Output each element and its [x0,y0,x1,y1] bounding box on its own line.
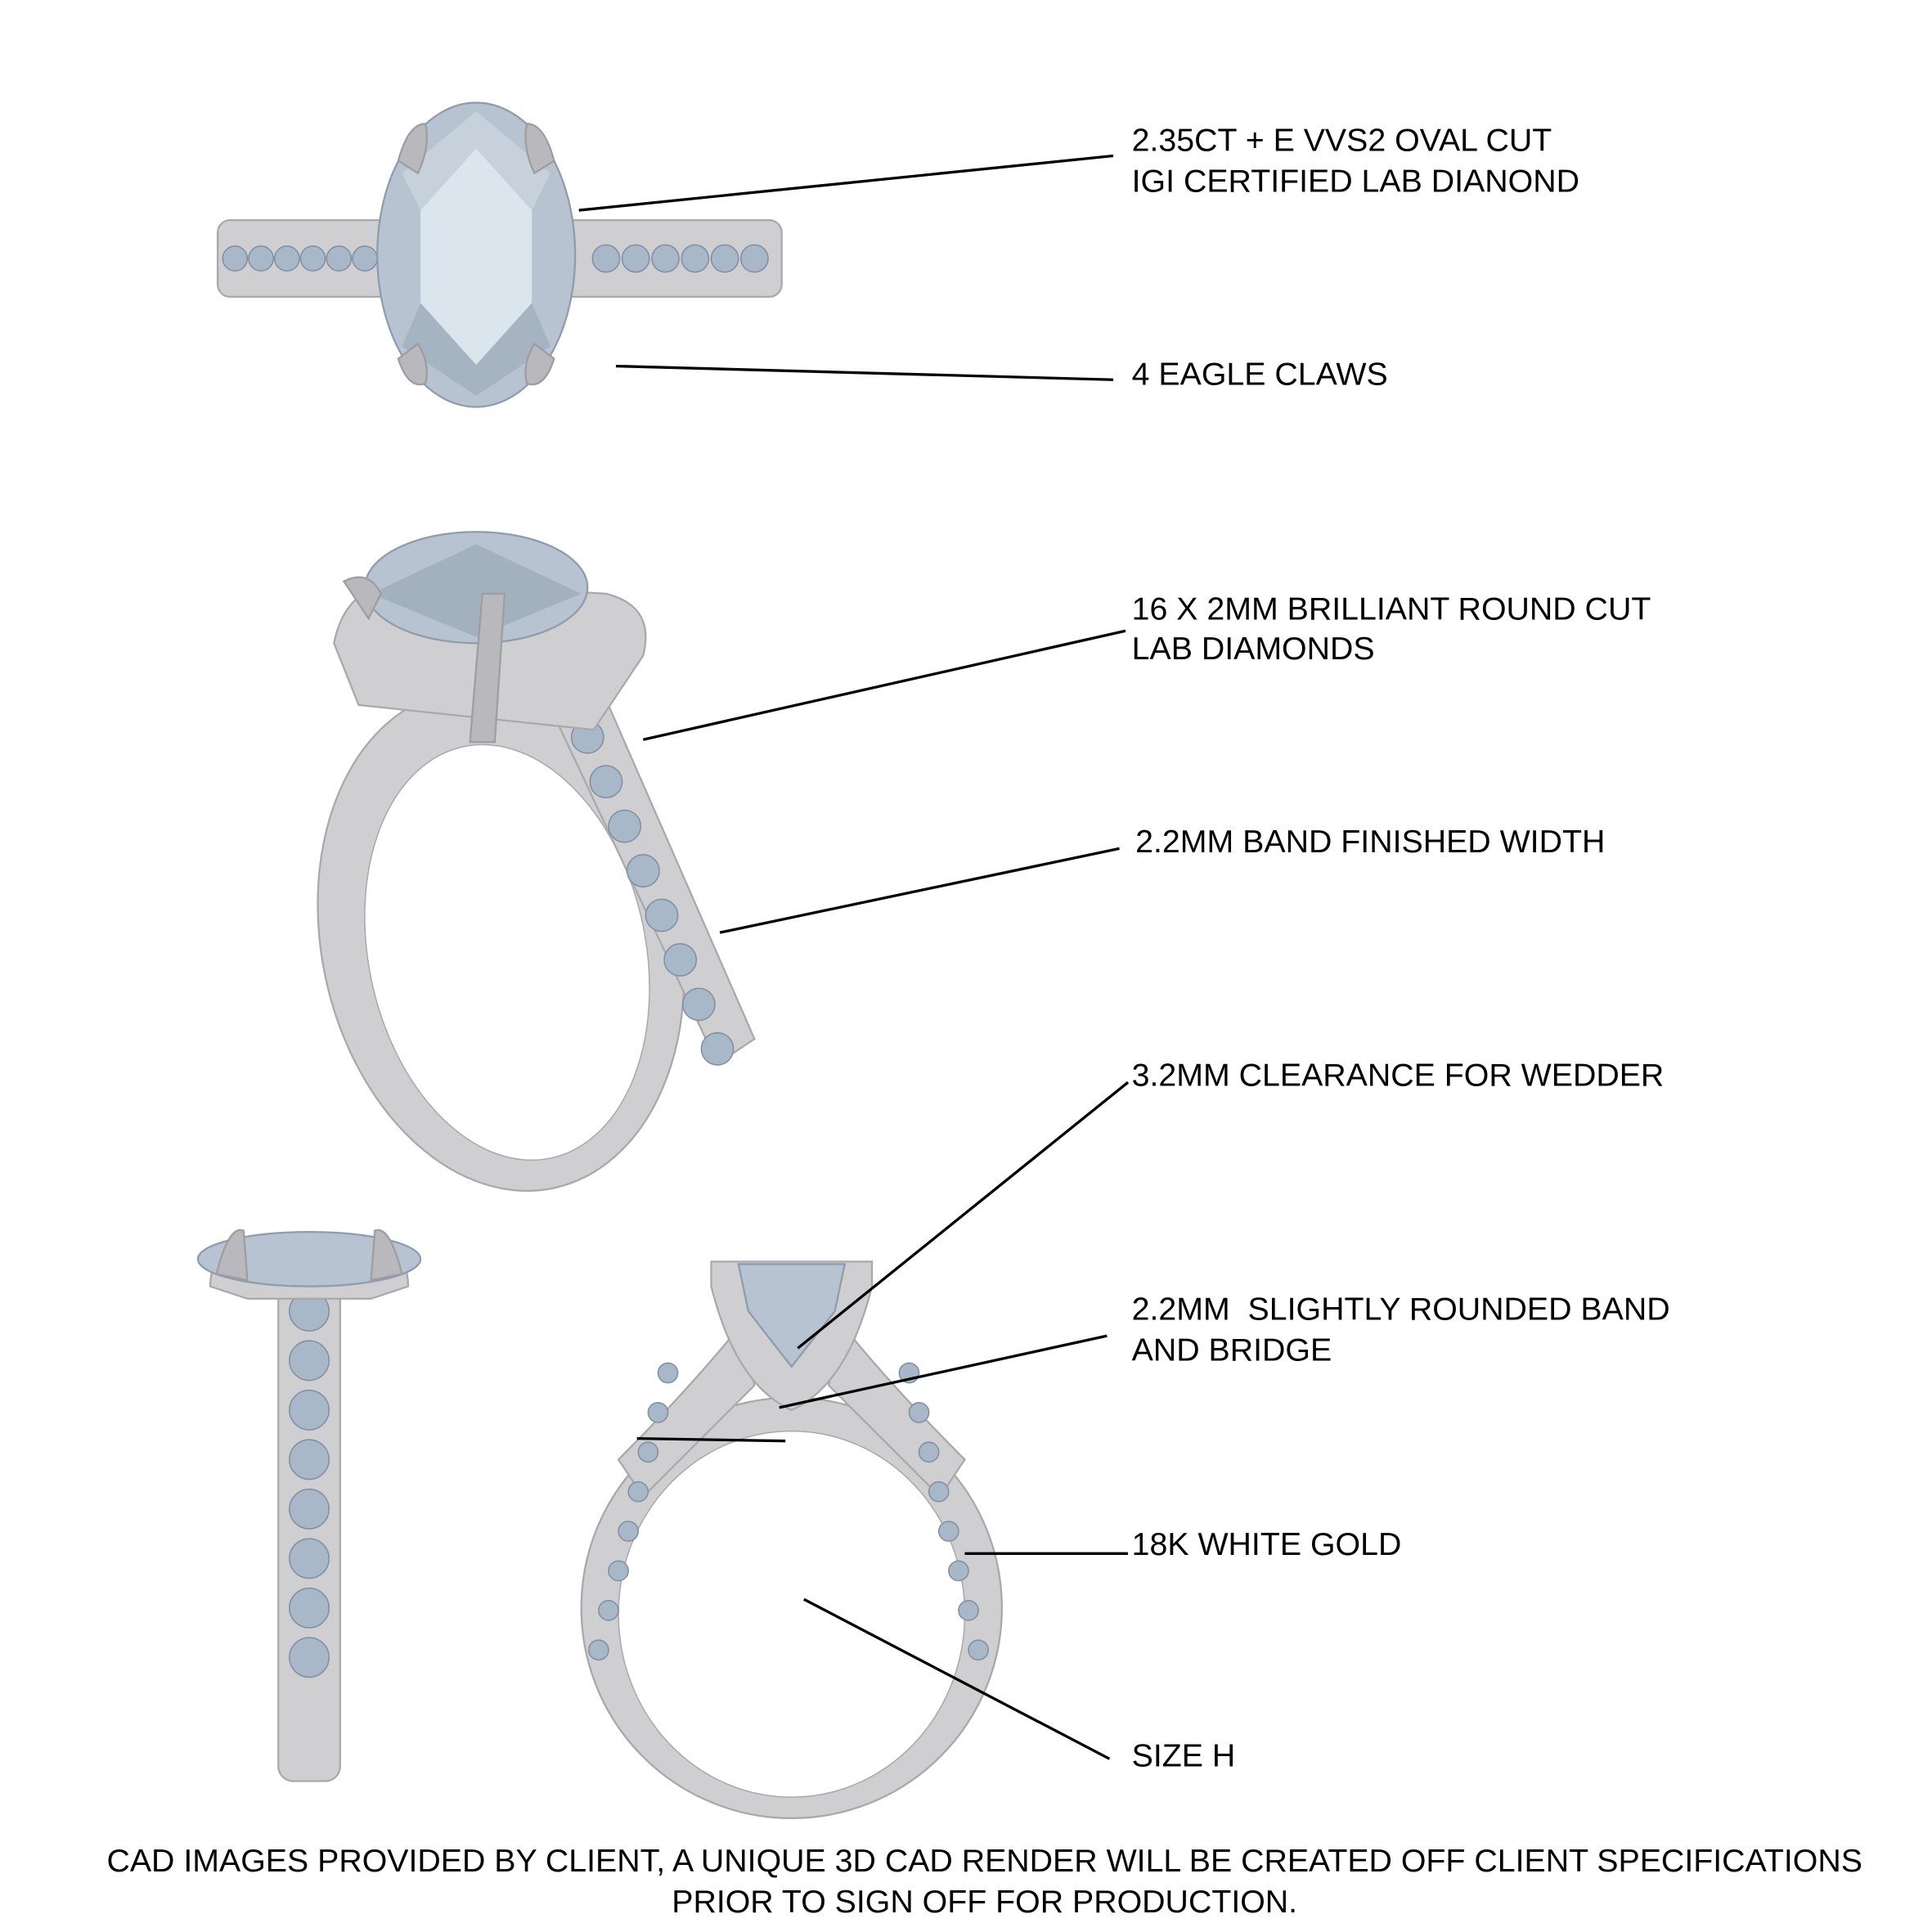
front-view-side-stones [289,1290,330,1678]
side-stone [289,1340,330,1382]
side-stone [637,1441,659,1463]
side-stone [918,1441,940,1463]
callout-claws: 4 EAGLE CLAWS [1132,356,1388,392]
side-stone [598,1599,619,1621]
side-stone [681,987,716,1022]
side-stone [326,245,353,272]
side-stone [352,245,378,272]
callout-center-stone-line2: IGI CERTIFIED LAB DIANOND [1132,163,1579,199]
side-stone [222,245,249,272]
side-stone [608,809,642,843]
side-stone [588,1639,609,1661]
claws [397,123,555,386]
side-stone [273,245,300,272]
side-stone [289,1439,330,1480]
callout-bridge-line1: 2.2MM SLIGHTLY ROUNDED BAND [1132,1291,1670,1327]
side-stone [700,1031,735,1066]
side-stone [958,1599,979,1621]
ring-side-view [580,1260,1003,1820]
side-stone [589,765,623,799]
side-stone [627,1480,649,1503]
side-stone [248,245,274,272]
callout-side-stones-line1: 16 X 2MM BRILLIANT ROUND CUT [1132,591,1651,627]
side-stone [645,898,679,932]
side-stone [740,244,769,273]
footer-line1: CAD IMAGES PROVIDED BY CLIENT, A UNIQUE … [106,1843,1862,1879]
side-stone [968,1639,989,1661]
side-stone [289,1637,330,1678]
side-stone [299,245,326,272]
side-stone [928,1480,950,1503]
leader-lines [578,154,1130,1760]
ring-perspective-view [317,531,756,1193]
perspective-side-stones [552,676,735,1066]
side-stone [621,244,650,273]
side-stone [948,1560,969,1582]
callout-metal: 18K WHITE GOLD [1132,1526,1402,1562]
side-stone [937,1521,959,1542]
side-view-side-stones [588,1362,989,1661]
callout-center-stone-line1: 2.35CT + E VVS2 OVAL CUT [1132,122,1552,158]
callout-bridge-line2: AND BRIDGE [1132,1332,1332,1368]
side-stone [618,1521,640,1542]
callout-size: SIZE H [1132,1737,1236,1773]
side-stone [663,943,698,977]
callout-side-stones-line2: LAB DIAMONDS [1132,631,1375,667]
callout-clearance: 3.2MM CLEARANCE FOR WEDDER [1132,1058,1665,1094]
side-stone [289,1389,330,1431]
side-stone [626,854,660,887]
side-stone [647,1402,669,1423]
top-view-side-stones [222,244,769,273]
ring-front-view [196,1229,422,1782]
side-stone [908,1402,930,1423]
side-stone [608,1560,629,1582]
side-stone [657,1362,679,1384]
side-stone [591,244,621,273]
side-stone [289,1488,330,1530]
side-stone [710,244,739,273]
side-stone [651,244,680,273]
ring-top-view [217,101,783,408]
footer-line2: PRIOR TO SIGN OFF FOR PRODUCTION. [672,1884,1297,1920]
side-stone [289,1538,330,1579]
callout-band-width: 2.2MM BAND FINISHED WIDTH [1135,824,1605,860]
side-stone [681,244,710,273]
side-stone [289,1587,330,1629]
